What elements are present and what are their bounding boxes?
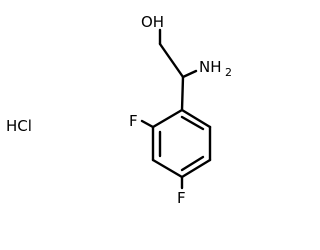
bond-ch2-ch — [158, 42, 185, 79]
fluorine-para-label: F — [177, 189, 186, 207]
bond-group — [140, 28, 212, 190]
amine-label: NH — [199, 58, 222, 76]
hydroxyl-label: OH — [141, 13, 164, 31]
bond-ch-nh2 — [181, 69, 198, 79]
ring-bond-1 — [151, 108, 184, 129]
hcl-salt-label: HCl — [6, 117, 32, 135]
ring-bond-3 — [151, 158, 184, 179]
ring-double-3 — [180, 115, 205, 131]
ring-double-2 — [180, 155, 205, 172]
molecule-drawing: OH NH 2 F F HCl — [6, 13, 232, 207]
structure-canvas: OH NH 2 F F HCl — [6, 13, 232, 207]
bond-ch-ring — [180, 75, 185, 112]
amine-subscript: 2 — [225, 66, 232, 79]
bond-ring-f-ortho — [140, 119, 155, 129]
ring-bond-6 — [180, 108, 212, 129]
ring-bond-4 — [180, 158, 212, 179]
fluorine-ortho-label: F — [129, 112, 138, 130]
